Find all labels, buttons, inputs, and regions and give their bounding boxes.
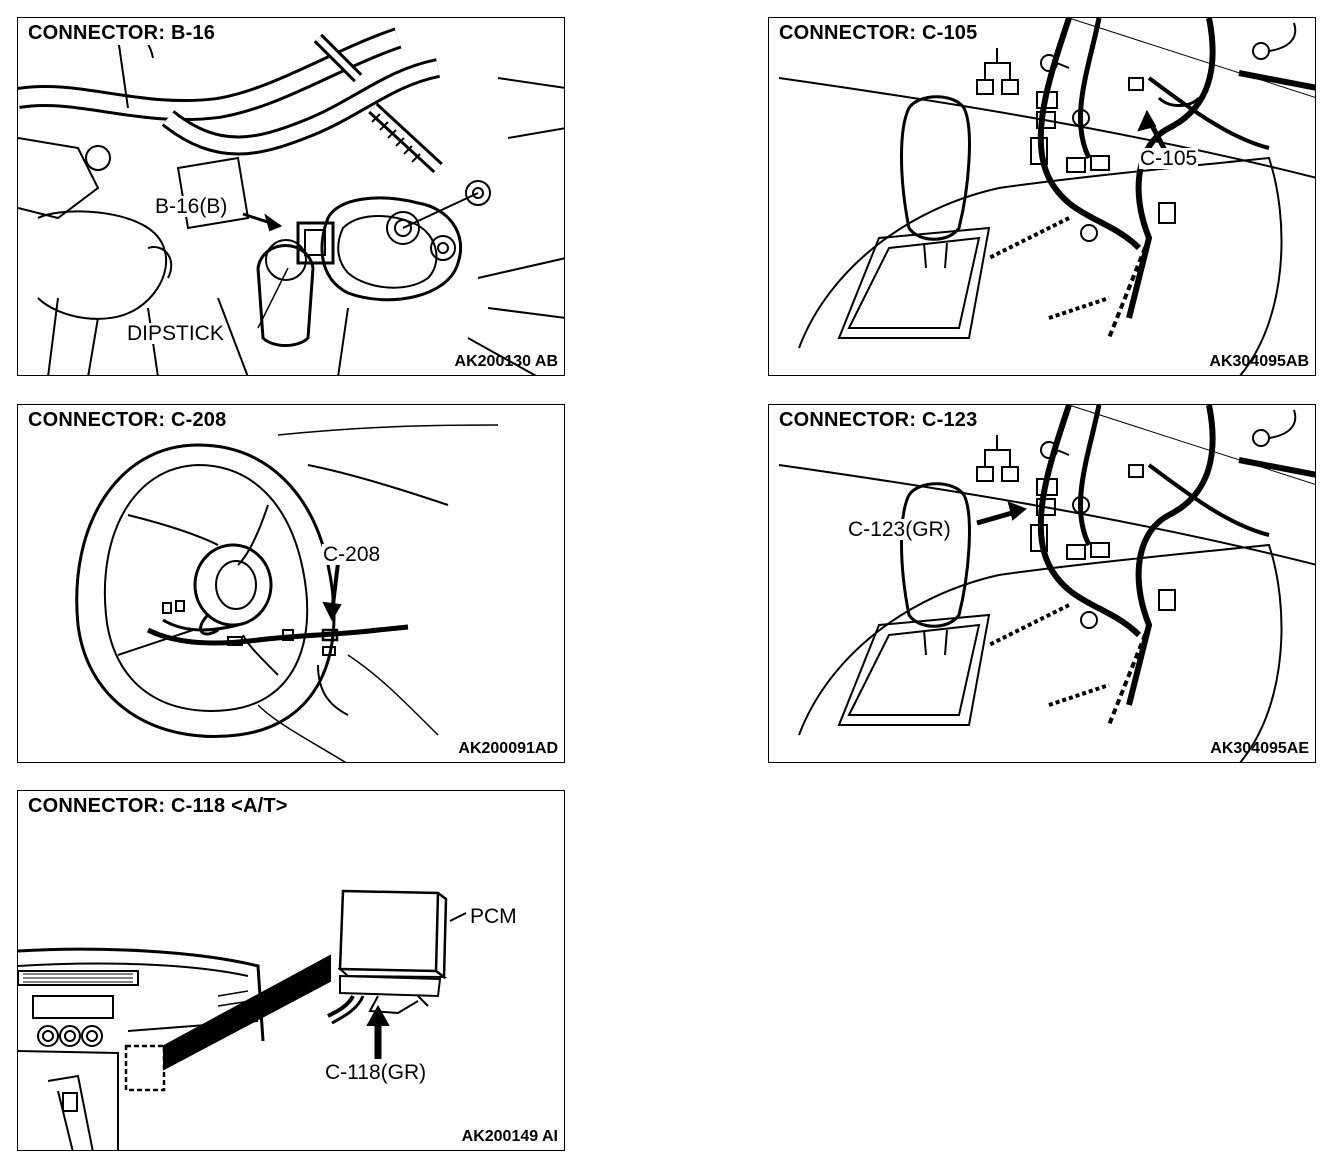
panel-connector-c105: CONNECTOR: C-105 C-105 AK304095AB [768, 17, 1316, 376]
figure-code: AK304095AB [1209, 353, 1309, 370]
dipstick-label: DIPSTICK [126, 322, 225, 345]
figure-code: AK200091AD [458, 740, 558, 757]
connector-label: C-105 [1139, 147, 1199, 170]
steering-wheel-illustration [75, 424, 499, 762]
pcm-location-illustration [18, 889, 467, 1150]
figure-code: AK200149 AI [461, 1128, 558, 1145]
panel-connector-c208: CONNECTOR: C-208 C-208 AK200091AD [17, 404, 565, 763]
console-illustration [778, 18, 1315, 375]
panel-title: CONNECTOR: C-118 <A/T> [26, 795, 290, 818]
console-illustration [778, 405, 1315, 762]
panel-title: CONNECTOR: C-123 [777, 409, 980, 432]
pcm-label: PCM [469, 905, 518, 928]
connector-label: C-118(GR) [324, 1061, 428, 1084]
panel-connector-c123: CONNECTOR: C-123 C-123(GR) AK304095AE [768, 404, 1316, 763]
connector-label: C-123(GR) [847, 518, 952, 541]
panel-title: CONNECTOR: B-16 [26, 22, 218, 45]
connector-label: B-16(B) [154, 195, 229, 218]
panel-connector-b16: CONNECTOR: B-16 B-16(B) DIPSTICK AK20013… [17, 17, 565, 376]
figure-code: AK200130 AB [454, 353, 558, 370]
panel-connector-c118: CONNECTOR: C-118 <A/T> PCM C-118(GR) AK2… [17, 790, 565, 1151]
figure-code: AK304095AE [1210, 740, 1309, 757]
connector-label: C-208 [322, 543, 382, 566]
panel-title: CONNECTOR: C-208 [26, 409, 229, 432]
panel-title: CONNECTOR: C-105 [777, 22, 980, 45]
engine-bay-illustration [18, 25, 564, 375]
